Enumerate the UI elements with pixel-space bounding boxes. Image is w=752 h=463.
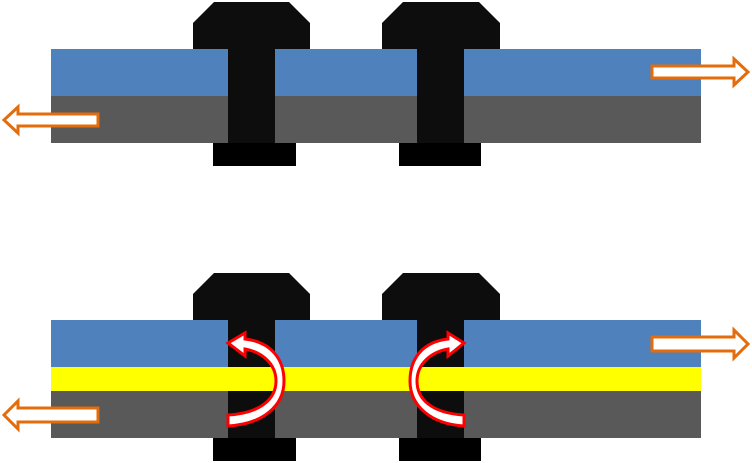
joint-with-interlayer [1, 273, 751, 461]
load-arrow-left-icon [1, 397, 100, 433]
bolt-head [382, 2, 500, 49]
bolt-right [382, 2, 500, 166]
interlayer [51, 367, 701, 391]
bolt-head [193, 273, 310, 320]
bottom-plate [51, 96, 701, 143]
bolt-shank [417, 49, 464, 144]
load-arrow-left-icon [1, 103, 100, 137]
bolt-left [193, 2, 310, 166]
bending-arrow-right-icon [408, 330, 467, 428]
bolt-head [382, 273, 500, 320]
load-arrow-right-icon [650, 55, 751, 89]
nut [399, 438, 481, 461]
nut [213, 143, 296, 166]
nut [399, 143, 481, 166]
joint-without-interlayer [1, 2, 751, 166]
bolt-head [193, 2, 310, 49]
top-plate [51, 320, 701, 367]
bolt-shank [228, 49, 275, 144]
bending-arrow-left-icon [225, 330, 286, 428]
bottom-plate [51, 391, 701, 438]
top-plate [51, 49, 701, 96]
load-arrow-right-icon [650, 326, 751, 362]
nut [213, 438, 296, 461]
